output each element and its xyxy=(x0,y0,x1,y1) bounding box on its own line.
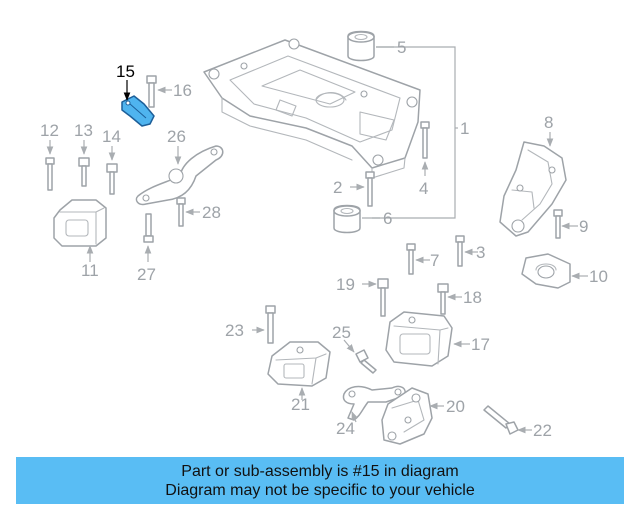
callout-7: 7 xyxy=(430,251,439,270)
bolt-12 xyxy=(45,140,55,191)
bolt-14 xyxy=(106,146,118,195)
bolt-3 xyxy=(455,235,478,267)
callout-18: 18 xyxy=(463,288,482,307)
callout-24: 24 xyxy=(336,419,355,438)
support-arm-24 xyxy=(342,385,406,423)
callout-12: 12 xyxy=(40,121,59,140)
callout-2: 2 xyxy=(333,178,342,197)
callout-19: 19 xyxy=(336,275,355,294)
callout-1-bracket xyxy=(372,46,458,219)
clamp-10 xyxy=(521,253,588,289)
bracket-15-highlighted xyxy=(121,80,155,127)
callout-9: 9 xyxy=(579,217,588,236)
bolt-16 xyxy=(146,75,172,108)
callout-numbers: 1 2 3 4 5 6 7 8 9 10 11 12 13 14 15 16 1… xyxy=(40,38,608,440)
callout-14: 14 xyxy=(102,127,121,146)
callout-6: 6 xyxy=(383,209,392,228)
bolt-9 xyxy=(553,209,578,239)
callout-25: 25 xyxy=(332,323,351,342)
callout-23: 23 xyxy=(225,321,244,340)
callout-28: 28 xyxy=(202,203,221,222)
callout-27: 27 xyxy=(137,265,156,284)
bolt-22 xyxy=(483,405,532,435)
torque-arm-26 xyxy=(135,145,224,206)
callout-26: 26 xyxy=(167,127,186,146)
transmission-mount-17 xyxy=(385,311,470,367)
bolt-18 xyxy=(437,283,462,315)
bolt-7 xyxy=(406,243,430,275)
subframe xyxy=(203,38,421,179)
callout-22: 22 xyxy=(533,421,552,440)
callout-5: 5 xyxy=(397,38,406,57)
callout-11: 11 xyxy=(81,261,99,280)
callout-8: 8 xyxy=(544,113,553,132)
bolt-19 xyxy=(362,278,389,317)
callout-4: 4 xyxy=(419,179,428,198)
callout-3: 3 xyxy=(476,243,485,262)
banner-line-disclaimer: Diagram may not be specific to your vehi… xyxy=(165,481,475,499)
bolt-13 xyxy=(78,140,90,187)
mount-bracket-8 xyxy=(499,132,567,237)
mount-21 xyxy=(267,341,331,400)
callout-20: 20 xyxy=(446,397,465,416)
bolt-2 xyxy=(350,171,375,207)
bolt-28 xyxy=(176,197,200,227)
bolt-4 xyxy=(420,121,430,176)
info-banner: Part or sub-assembly is #15 in diagram D… xyxy=(16,457,624,504)
bracket-20 xyxy=(381,387,444,445)
engine-mount-11 xyxy=(53,199,107,262)
callout-1: 1 xyxy=(460,119,469,138)
bolt-25 xyxy=(343,339,377,374)
callout-16: 16 xyxy=(173,81,192,100)
callout-15: 15 xyxy=(116,62,135,81)
callout-13: 13 xyxy=(74,121,93,140)
callout-10: 10 xyxy=(589,267,608,286)
bushing-lower xyxy=(333,204,380,234)
bolt-27 xyxy=(143,213,154,262)
callout-17: 17 xyxy=(471,335,490,354)
bushing-upper xyxy=(347,30,394,62)
bolt-23 xyxy=(252,305,276,344)
banner-line-part: Part or sub-assembly is #15 in diagram xyxy=(181,462,459,480)
callout-21: 21 xyxy=(291,395,310,414)
